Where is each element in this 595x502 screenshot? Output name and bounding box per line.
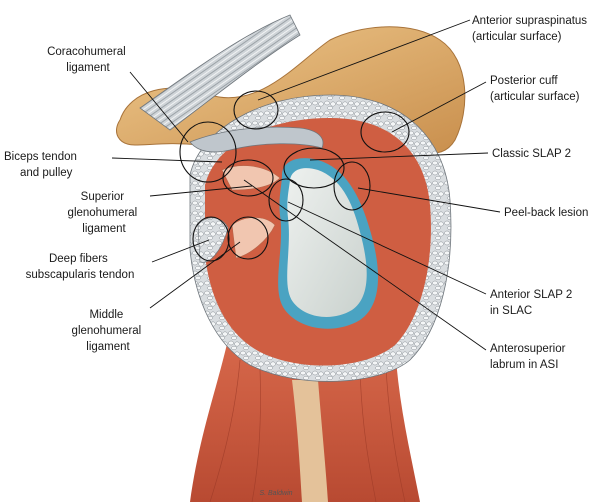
labels: Coracohumeral ligament Biceps tendon and… (4, 15, 590, 497)
artist-signature: S. Baldwin (259, 490, 292, 497)
leader-classic-slap (309, 152, 489, 161)
leader-posterior-cuff (391, 81, 487, 133)
label-coracohumeral: Coracohumeral ligament (47, 46, 129, 74)
middle-gh-ligament-band (231, 217, 276, 259)
acromion-bone (116, 26, 466, 154)
ring-middle-gh (227, 216, 269, 260)
label-posterior-cuff: Posterior cuff (articular surface) (490, 75, 580, 103)
leader-biceps (111, 157, 223, 163)
subscapularis-band (197, 217, 229, 263)
ring-anterior-slap-slac (268, 178, 304, 222)
humeral-shaft (292, 380, 328, 502)
leader-anterosuperior-asi (243, 179, 487, 351)
label-anterior-supraspinatus: Anterior supraspinatus (articular surfac… (472, 15, 590, 43)
ring-posterior-cuff (360, 111, 410, 153)
ring-biceps-pulley (179, 121, 237, 183)
ring-anterior-supraspinatus (233, 90, 279, 130)
superior-gh-ligament-band (221, 165, 281, 191)
ring-superior-gh (222, 159, 274, 197)
glenoid-surface (287, 168, 367, 317)
label-middle-gh: Middle glenohumeral ligament (72, 309, 145, 353)
leader-anterior-supraspinatus (257, 19, 471, 101)
leader-superior-gh (149, 185, 253, 197)
ring-classic-slap (283, 147, 345, 189)
illustration (116, 14, 466, 502)
label-deep-fibers: Deep fibers subscapularis tendon (26, 253, 135, 281)
leader-lines (111, 19, 501, 351)
ring-peel-back (333, 161, 371, 211)
label-peel-back: Peel-back lesion (504, 207, 588, 219)
leader-anterior-slap-slac (287, 201, 487, 295)
leader-peel-back (357, 187, 501, 213)
leader-coracohumeral (129, 71, 189, 143)
label-superior-gh: Superior glenohumeral ligament (68, 191, 141, 235)
coracohumeral-ligament-band (139, 14, 301, 131)
label-classic-slap: Classic SLAP 2 (492, 148, 571, 160)
leader-middle-gh (149, 241, 241, 309)
lesion-markers (179, 90, 410, 262)
label-anterosuperior-asi: Anterosuperior labrum in ASI (490, 343, 569, 371)
label-biceps: Biceps tendon and pulley (4, 151, 80, 179)
leader-deep-fibers (151, 239, 210, 263)
label-anterior-slap-slac: Anterior SLAP 2 in SLAC (490, 289, 575, 317)
ring-deep-fibers (192, 216, 230, 262)
